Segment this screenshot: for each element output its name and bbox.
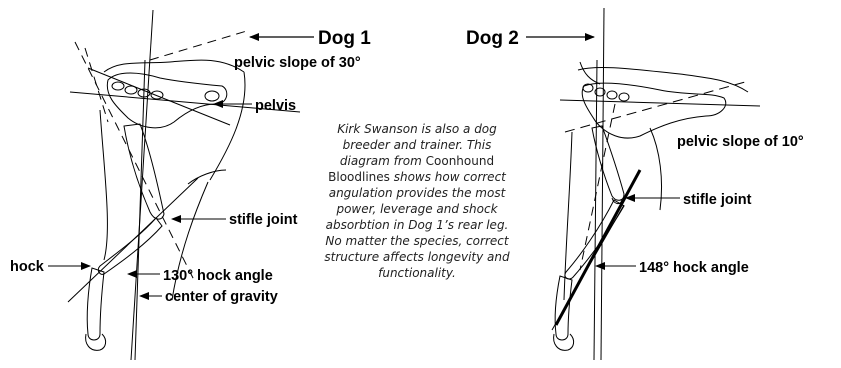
dog2-figure: [552, 8, 760, 360]
dog1-stifle-label: stifle joint: [229, 212, 298, 228]
dog1-horizontal-reference: [88, 68, 230, 125]
dog1-center-gravity-label: center of gravity: [165, 289, 278, 305]
dog1-title-group: Dog 1: [250, 28, 371, 49]
dog2-plumb-line-inner: [594, 60, 597, 360]
dog2-spine-vertebrae: [583, 84, 629, 101]
dog1-spine-vertebrae: [112, 82, 219, 101]
dog2-stifle-label: stifle joint: [683, 192, 752, 208]
dog1-title: Dog 1: [318, 28, 371, 49]
caption-text-part2: shows how correct angulation provides th…: [324, 170, 509, 280]
dog1-hock-label: hock: [10, 259, 45, 275]
dog1-hock-angle-label: 130° hock angle: [163, 268, 273, 284]
dog2-plumb-line-outer: [601, 8, 604, 360]
dog2-title: Dog 2: [466, 28, 519, 49]
dog1-metatarsal: [87, 268, 104, 340]
dog2-pelvic-slope-label: pelvic slope of 10°: [677, 134, 804, 150]
dog1-dashed-line-a: [75, 42, 195, 282]
dog2-title-group: Dog 2: [466, 28, 594, 49]
dog1-femur: [124, 124, 164, 219]
dog2-hock-angle-label: 148° hock angle: [639, 260, 749, 276]
dog1-pelvic-slope-label: pelvic slope of 30°: [234, 55, 361, 71]
dog2-dashed-line-a: [580, 104, 615, 270]
dog1-dashed-line-b: [85, 48, 108, 122]
dog1-pelvis-label: pelvis: [255, 98, 296, 114]
dog1-plumb-line-inner: [135, 60, 145, 360]
diagram-caption: Kirk Swanson is also a dog breeder and t…: [316, 121, 518, 281]
dog2-joint-marker: [612, 198, 622, 204]
